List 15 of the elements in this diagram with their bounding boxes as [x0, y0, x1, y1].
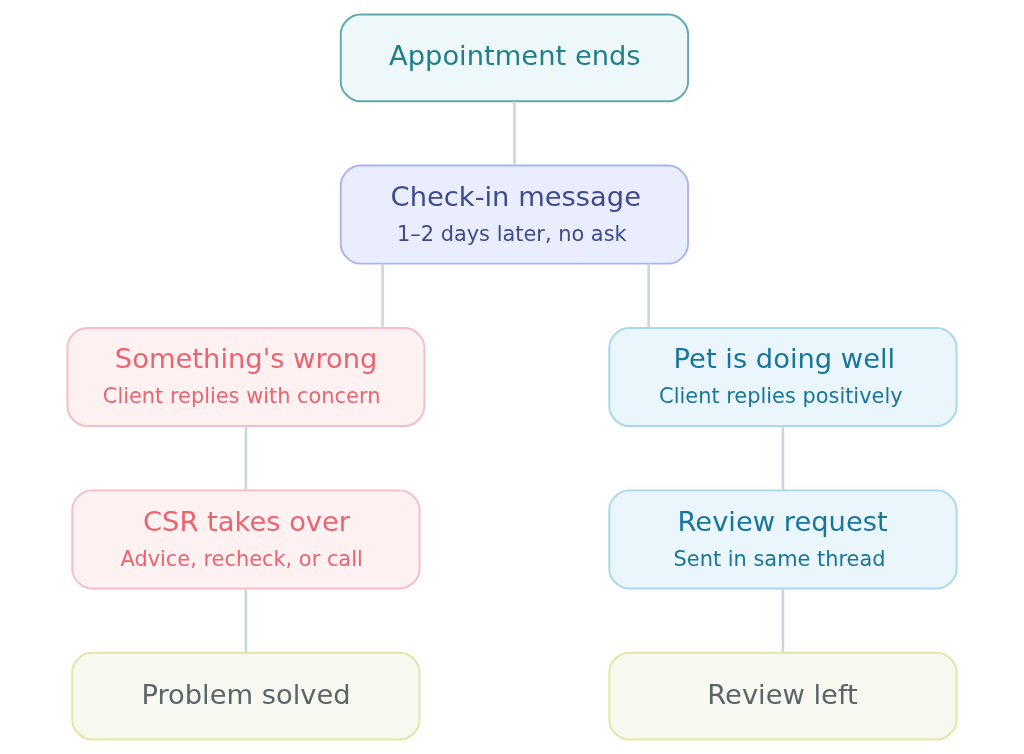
node-box: Review request Sent in same thread: [608, 489, 958, 590]
node-box: Problem solved: [71, 651, 421, 741]
node-box: Pet is doing well Client replies positively: [608, 327, 958, 427]
connector: [381, 263, 384, 328]
node-box: Something's wrong Client replies with concern: [66, 327, 426, 427]
connector: [781, 588, 785, 653]
connector: [513, 101, 516, 166]
connector: [647, 263, 650, 328]
node-box: Review left: [608, 651, 958, 741]
node-box: CSR takes over Advice, recheck, or call: [71, 489, 421, 590]
connector: [244, 588, 248, 653]
connector: [781, 426, 785, 490]
connector: [244, 426, 248, 490]
node-box: Appointment ends: [339, 13, 690, 103]
node-box: Check-in message 1–2 days later, no ask: [339, 164, 690, 265]
